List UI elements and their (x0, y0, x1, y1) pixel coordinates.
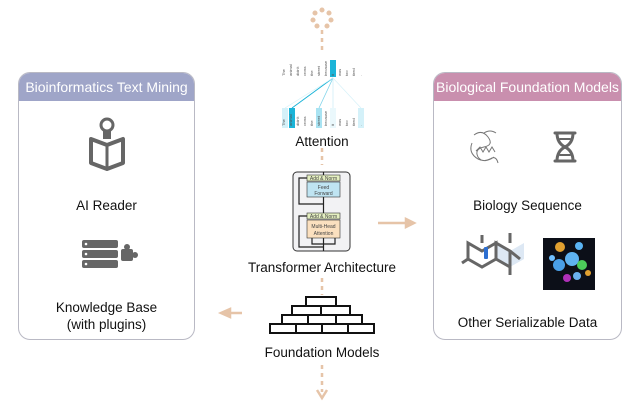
attention-token: The (281, 68, 286, 76)
attention-token: was (337, 119, 342, 126)
attention-visualization (282, 60, 364, 128)
attention-token: didn't (295, 66, 300, 76)
arrow-down-icon (315, 389, 329, 401)
attention-token: too (344, 120, 349, 126)
attention-token: cross (302, 116, 307, 126)
attention-token: . (358, 125, 363, 126)
knowledge-base-sublabel: (with plugins) (66, 317, 147, 332)
left-panel-bioinformatics-text-mining: Bioinformatics Text Mining AI Reader Kno… (18, 72, 195, 340)
attention-token: the (309, 70, 314, 76)
attention-token: animal (288, 114, 293, 126)
molecule-icon (461, 233, 524, 275)
cell-cluster-image (543, 238, 595, 290)
other-serializable-data-label: Other Serializable Data (457, 315, 598, 330)
arrow-left-head-icon (217, 307, 232, 319)
attention-token: it (330, 123, 335, 126)
attention-token: street (316, 65, 321, 76)
attention-token: was (337, 69, 342, 76)
arrow-right-head-icon (404, 216, 417, 230)
attention-token: The (281, 118, 286, 126)
dna-icon (553, 131, 577, 163)
attention-label: Attention (295, 134, 349, 149)
biology-sequence-label: Biology Sequence (473, 198, 582, 213)
attention-token: because (323, 60, 328, 76)
feed-forward-label-2: Forward (314, 191, 333, 197)
right-panel-biological-foundation-models: Biological Foundation Models (433, 72, 622, 340)
attention-token: street (316, 115, 321, 126)
attention-token: . (358, 75, 363, 76)
add-norm-label: Add & Norm (310, 214, 337, 220)
ai-reader-label: AI Reader (76, 198, 137, 213)
protein-structure-icon (470, 130, 499, 164)
attention-token: because (323, 110, 328, 126)
transformer-block: Add & Norm Feed Forward Add & Norm Multi… (292, 171, 351, 252)
feed-forward-label: Feed (318, 185, 330, 191)
foundation-models-label: Foundation Models (264, 345, 380, 360)
radial-node-icon (310, 7, 334, 29)
multi-head-label: Multi-Head (311, 224, 335, 230)
attention-token: the (309, 120, 314, 126)
attention-token: tired (351, 68, 356, 76)
attention-token: too (344, 70, 349, 76)
foundation-bricks-icon (269, 296, 375, 334)
attention-token: didn't (295, 116, 300, 126)
transformer-architecture-label: Transformer Architecture (247, 260, 397, 275)
knowledge-base-label: Knowledge Base (55, 300, 158, 315)
attention-token: tired (351, 118, 356, 126)
attention-token: it (330, 73, 335, 76)
attention-token: animal (288, 64, 293, 76)
panel-title: Bioinformatics Text Mining (19, 73, 194, 101)
multi-head-label-2: Attention (314, 231, 334, 237)
add-norm-label: Add & Norm (310, 176, 337, 182)
panel-title: Biological Foundation Models (434, 73, 621, 101)
attention-token: cross (302, 66, 307, 76)
